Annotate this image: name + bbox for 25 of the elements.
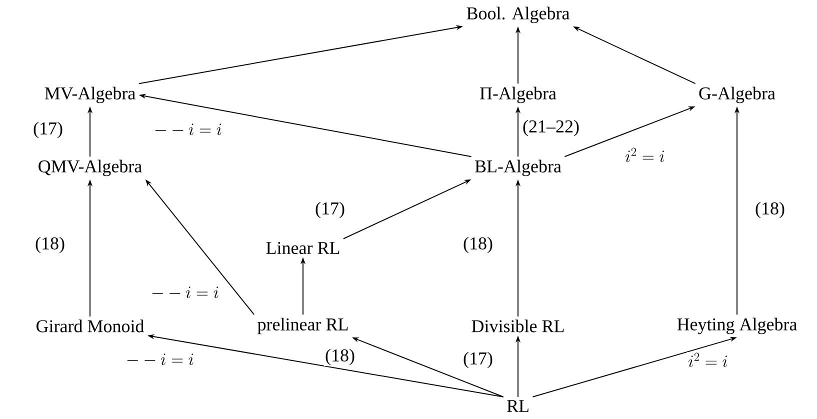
edge-label: (17) [32,120,64,140]
edge-label: (18) [462,236,494,254]
node-label: RL [507,400,528,412]
node-label: G-Algebra [699,86,776,104]
edge-label: (18) [754,200,786,220]
node-label: Girard Monoid [36,320,144,332]
node-label: MV-Algebra [44,86,136,104]
edge-label: $--i = i$ [152,122,224,138]
edge-label: $i^2 = i$ [687,352,729,368]
edge-label: (21–22) [522,118,580,138]
node-label: Divisible RL [472,320,564,332]
edge-label: (17) [314,200,346,220]
node-label: prelinear RL [258,318,348,334]
node-label: Heyting Algebra [677,318,797,334]
node-label: QMV-Algebra [38,160,142,176]
node-label: Linear RL [266,242,340,254]
node-label: Π-Algebra [480,86,556,104]
edge-label: (18) [34,236,66,254]
edge-label: (18) [324,348,356,366]
edge-label: $i^2 = i$ [624,146,666,163]
node-label: Bool. Algebra [466,6,570,24]
edge-label: $--i = i$ [124,352,196,368]
edge-label: (17) [462,350,494,370]
node-label: BL-Algebra [475,160,562,176]
edge-label: $--i = i$ [150,286,220,300]
